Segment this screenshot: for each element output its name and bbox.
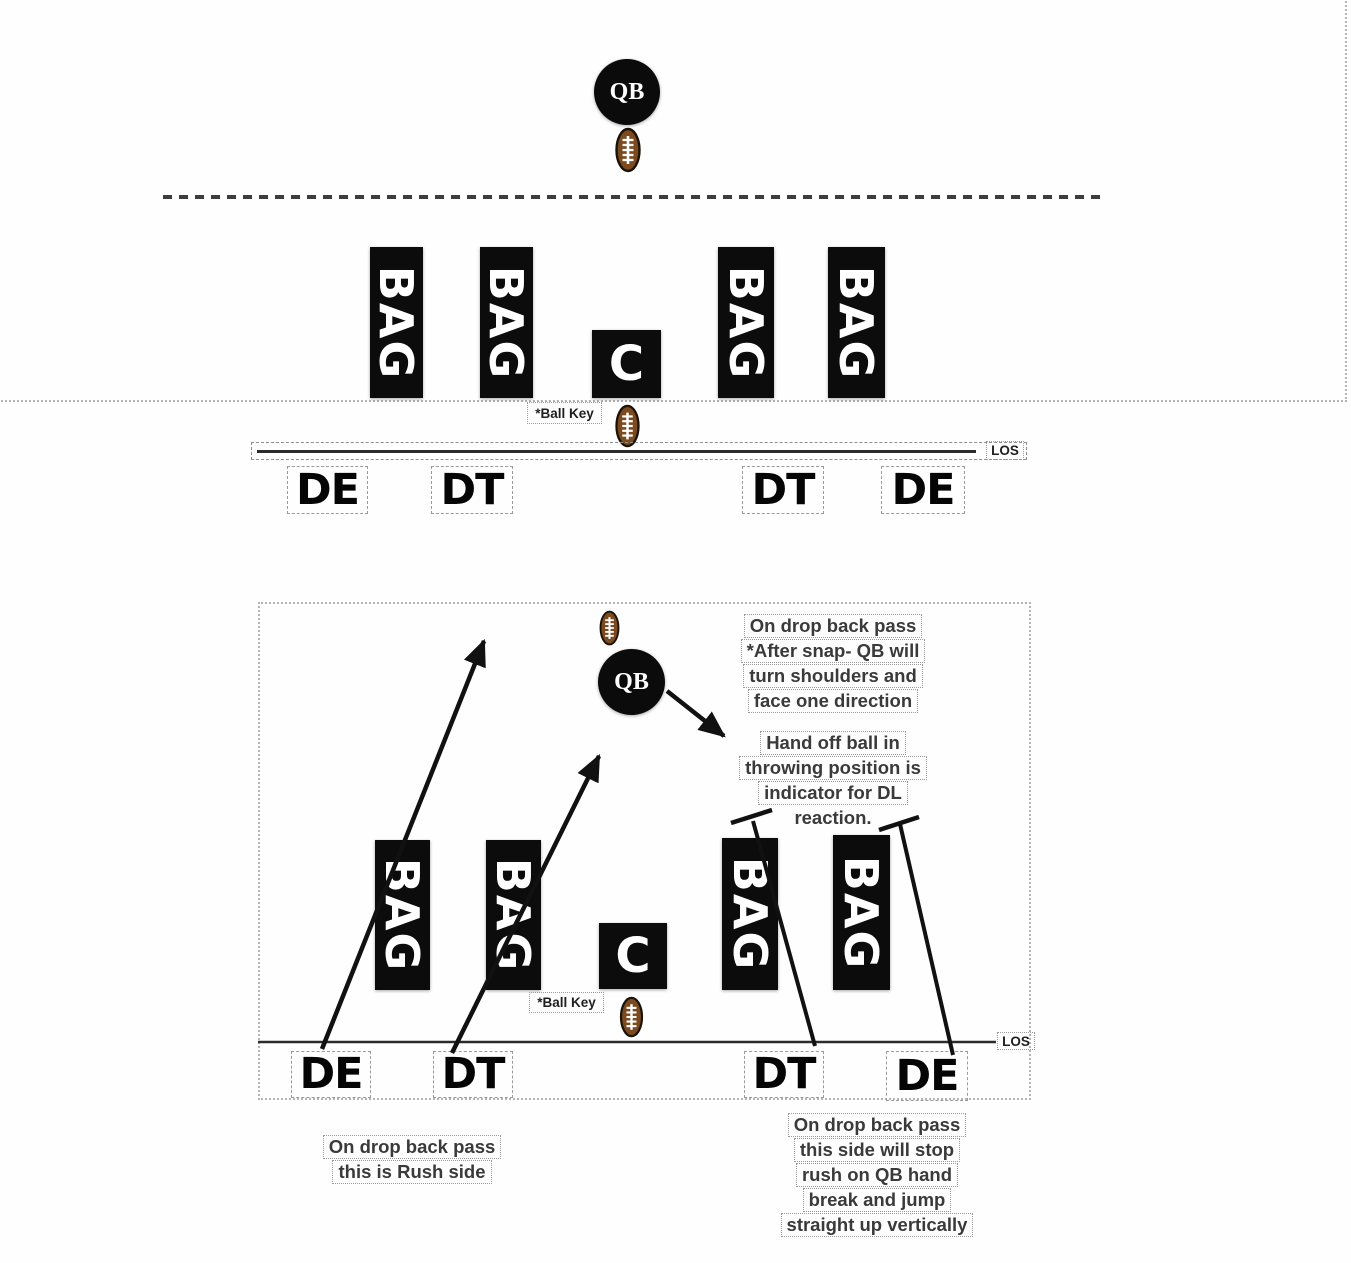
bag-marker-bottom-2[interactable]: BAG — [486, 840, 541, 990]
center-marker-top[interactable]: C — [592, 330, 661, 398]
los-label-top[interactable]: LOS — [986, 441, 1024, 460]
dl-label-top-de-right[interactable]: DE — [881, 466, 965, 514]
bag-marker-bottom-3[interactable]: BAG — [722, 838, 778, 990]
dl-label-top-dt-right[interactable]: DT — [742, 466, 824, 514]
dl-label-top-de-left[interactable]: DE — [287, 466, 368, 514]
football-icon-bottom-qb[interactable] — [597, 610, 622, 646]
bag-marker-bottom-4[interactable]: BAG — [833, 835, 890, 990]
note-line: this is Rush side — [332, 1160, 492, 1184]
bag-marker-top-1[interactable]: BAG — [369, 247, 424, 398]
bag-marker-top-4[interactable]: BAG — [828, 247, 885, 398]
qb-label: QB — [614, 668, 649, 695]
note-handoff[interactable]: Hand off ball in throwing position is in… — [739, 731, 927, 831]
qb-label: QB — [609, 78, 645, 105]
note-line: On drop back pass — [787, 1113, 967, 1137]
note-qb-turn[interactable]: On drop back pass *After snap- QB will t… — [740, 614, 926, 714]
dl-label-bottom-dt-right[interactable]: DT — [744, 1051, 824, 1098]
ball-key-label-top[interactable]: *Ball Key — [527, 402, 602, 424]
dl-label-top-dt-left[interactable]: DT — [431, 466, 513, 514]
bag-label: BAG — [369, 265, 424, 380]
dl-label-bottom-dt-left[interactable]: DT — [433, 1051, 513, 1098]
center-label: C — [615, 928, 651, 984]
bag-label: BAG — [486, 857, 541, 973]
note-line: indicator for DL — [758, 781, 908, 805]
bag-marker-top-2[interactable]: BAG — [479, 247, 534, 398]
note-rush-side[interactable]: On drop back pass this is Rush side — [322, 1135, 502, 1185]
note-line: *After snap- QB will — [740, 639, 926, 663]
center-label: C — [608, 336, 645, 392]
note-line: face one direction — [747, 689, 919, 713]
note-line: Hand off ball in — [760, 731, 906, 755]
bag-marker-top-3[interactable]: BAG — [718, 247, 774, 398]
qb-marker-bottom[interactable]: QB — [598, 649, 665, 715]
note-line: rush on QB hand — [795, 1163, 959, 1187]
bag-label: BAG — [479, 265, 534, 380]
note-line: On drop back pass — [743, 614, 923, 638]
note-line: this side will stop — [793, 1138, 961, 1162]
dl-label-bottom-de-right[interactable]: DE — [886, 1051, 968, 1101]
note-line: turn shoulders and — [743, 664, 923, 688]
drawing-canvas-top[interactable] — [0, 0, 1347, 402]
bag-marker-bottom-1[interactable]: BAG — [375, 840, 430, 990]
note-line: straight up vertically — [780, 1213, 974, 1237]
note-line: throwing position is — [739, 756, 927, 780]
football-icon-top-los[interactable] — [615, 404, 640, 448]
note-stop-rush[interactable]: On drop back pass this side will stop ru… — [780, 1113, 974, 1238]
football-icon-top[interactable] — [615, 127, 641, 173]
drawing-canvas-bottom[interactable] — [258, 602, 1031, 1100]
dl-label-bottom-de-left[interactable]: DE — [291, 1051, 371, 1098]
bag-label: BAG — [723, 856, 778, 972]
football-icon-bottom-los[interactable] — [619, 996, 644, 1038]
los-line-selection-box — [251, 442, 1027, 460]
note-line: On drop back pass — [322, 1135, 502, 1159]
note-line: break and jump — [802, 1188, 952, 1212]
bag-label: BAG — [829, 265, 884, 380]
bag-label: BAG — [834, 855, 889, 970]
bag-label: BAG — [719, 265, 774, 380]
bag-label: BAG — [375, 857, 430, 973]
note-line: reaction. — [794, 807, 872, 828]
center-marker-bottom[interactable]: C — [599, 923, 667, 989]
los-label-bottom[interactable]: LOS — [997, 1032, 1035, 1050]
qb-marker-top[interactable]: QB — [594, 59, 660, 125]
ball-key-label-bottom[interactable]: *Ball Key — [529, 992, 604, 1013]
